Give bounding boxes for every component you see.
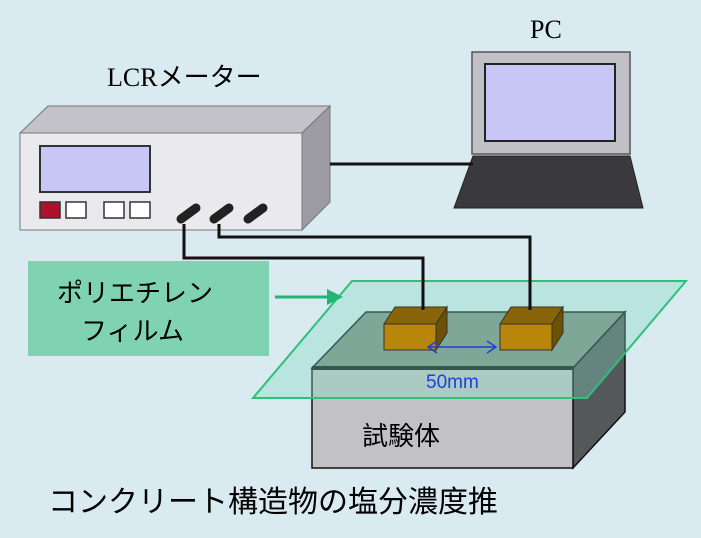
meter-terminals [176,203,268,224]
distance-label: 50mm [426,372,479,393]
electrode-icon [383,305,448,352]
probe-cable-right [217,224,532,310]
film-label-line2: フィルム [81,316,184,346]
lcr-meter-label: LCRメーター [107,63,262,92]
meter-button [129,201,151,219]
pc-label: PC [530,15,562,44]
electrode-icon [499,305,564,352]
film-pointer-arrow [275,289,343,305]
lcr-meter-icon [18,104,332,232]
film-label-line1: ポリエチレン [57,278,213,308]
polyethylene-film-sheet [250,280,689,399]
meter-display [39,145,151,193]
laptop-keyboard [453,155,644,209]
meter-button-red [39,201,61,219]
distance-arrow [426,340,498,354]
laptop-screen [484,63,616,142]
laptop-icon [453,51,644,209]
film-label-box [28,261,269,356]
probe-cable-left [182,224,425,310]
specimen-front-face [311,367,574,469]
meter-button [65,201,87,219]
caption: コンクリート構造物の塩分濃度推 [48,486,498,519]
specimen-label: 試験体 [362,421,440,451]
meter-button [103,201,125,219]
